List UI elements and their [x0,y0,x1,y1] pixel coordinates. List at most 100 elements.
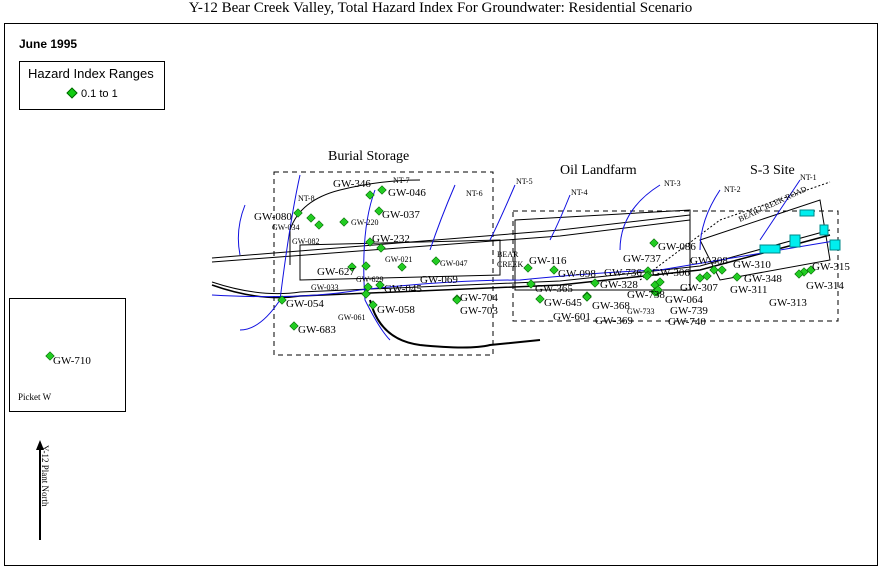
legend-item: 0.1 to 1 [66,87,118,100]
well-marker[interactable] [376,243,386,253]
well-label: GW-046 [388,187,426,199]
tributary-label: NT-5 [516,177,533,186]
well-label: GW-315 [812,261,850,273]
well-marker[interactable] [732,272,742,282]
well-marker[interactable] [549,265,559,275]
north-label: Y-12 Plant North [40,445,50,507]
well-label: GW-232 [372,233,410,245]
well-marker[interactable] [374,206,384,216]
well-marker[interactable] [709,265,719,275]
well-label: GW-704 [460,292,498,304]
well-marker[interactable] [306,213,316,223]
well-marker[interactable] [339,217,349,227]
well-marker[interactable] [649,238,659,248]
legend: Hazard Index Ranges 0.1 to 1 [19,61,165,110]
well-label: GW-034 [272,223,300,232]
well-label: GW-220 [351,218,379,227]
tributary-label: NT-7 [393,176,410,185]
well-marker[interactable] [523,263,533,273]
well-label: GW-328 [600,279,638,291]
well-label: GW-683 [298,324,336,336]
inset-label: Picket W [18,392,52,402]
road-label: BEAR CREEK ROAD [737,184,808,224]
well-marker[interactable] [361,261,371,271]
well-label: GW-069 [420,274,458,286]
well-marker[interactable] [717,265,727,275]
road [211,234,831,299]
inset-box [9,298,126,412]
well-marker[interactable] [535,294,545,304]
north-arrow-icon [36,440,44,450]
well-label: GW-306 [652,267,690,279]
legend-title: Hazard Index Ranges [28,66,154,81]
well-marker[interactable] [582,292,592,302]
area-label: S-3 Site [750,163,795,178]
bear-creek-stream [211,239,841,298]
well-label: GW-733 [627,307,655,316]
well-marker[interactable] [289,321,299,331]
well-marker[interactable] [695,273,705,283]
well-label: GW-346 [333,178,371,190]
well-marker[interactable] [642,271,652,281]
well-label: GW-308 [690,255,728,267]
well-label: GW-021 [385,255,413,264]
well-label: GW-082 [292,237,320,246]
well-label: GW-737 [623,253,661,265]
well-marker[interactable] [361,289,371,299]
creek-label-2: CREEK [497,260,523,269]
well-marker[interactable] [655,277,665,287]
well-label: GW-369 [595,315,633,327]
well-label: GW-061 [338,313,366,322]
burial-storage-boundary [273,171,494,356]
well-marker[interactable] [277,295,287,305]
well-label: GW-348 [744,273,782,285]
tributary-label: NT-4 [571,188,588,197]
tributary-label: NT-6 [466,189,483,198]
well-label: GW-116 [529,255,567,267]
well-marker[interactable] [365,237,375,247]
area-label: Burial Storage [328,149,409,164]
well-marker[interactable] [377,185,387,195]
well-marker[interactable] [293,208,303,218]
well-marker[interactable] [45,351,55,361]
well-label: GW-058 [377,304,415,316]
well-marker[interactable] [590,278,600,288]
tributary-label: NT-3 [664,179,681,188]
well-label: GW-645 [544,297,582,309]
well-label: GW-368 [592,300,630,312]
well-marker[interactable] [347,262,357,272]
well-marker[interactable] [368,300,378,310]
tributary-label: NT-2 [724,185,741,194]
well-label: GW-365 [535,283,573,295]
well-marker[interactable] [526,279,536,289]
well-label: GW-080 [254,211,292,223]
well-marker[interactable] [653,285,663,295]
well-label: GW-307 [680,282,718,294]
well-label: GW-736 [604,267,642,279]
tributary-label: NT-8 [298,194,315,203]
well-label: GW-047 [440,259,468,268]
legend-item-label: 0.1 to 1 [81,88,118,100]
map-frame [4,23,878,566]
well-marker[interactable] [363,282,373,292]
well-marker[interactable] [375,280,385,290]
area-label: Oil Landfarm [560,163,637,178]
well-marker[interactable] [431,256,441,266]
well-label: GW-086 [658,241,696,253]
well-marker[interactable] [702,271,712,281]
date-label: June 1995 [19,37,78,51]
well-marker[interactable] [452,295,462,305]
well-marker[interactable] [365,190,375,200]
well-marker[interactable] [794,269,804,279]
map-title: Y-12 Bear Creek Valley, Total Hazard Ind… [188,0,693,16]
well-marker[interactable] [397,262,407,272]
creek-label-1: BEAR [497,250,519,259]
well-label: GW-629 [356,275,384,284]
well-marker[interactable] [314,220,324,230]
road [211,214,691,259]
well-label: GW-314 [806,280,844,292]
well-label: GW-703 [460,305,498,317]
well-marker[interactable] [806,265,816,275]
well-label: GW-310 [733,259,771,271]
